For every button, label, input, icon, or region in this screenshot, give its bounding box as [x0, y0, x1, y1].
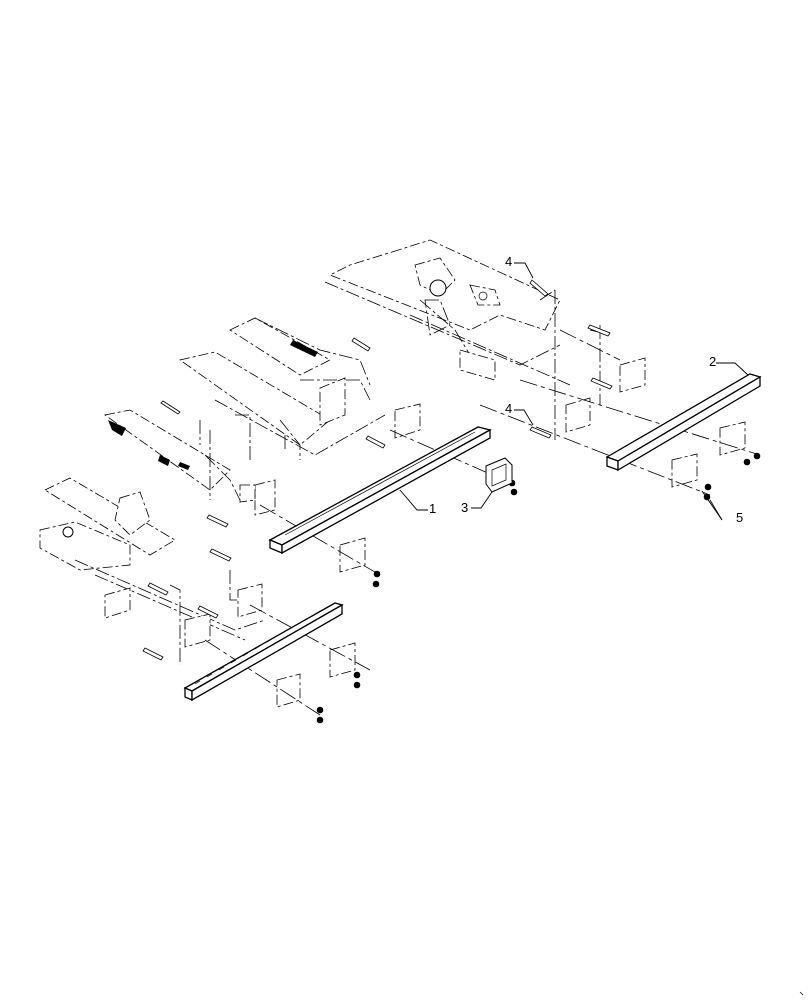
leader-1 — [399, 489, 428, 511]
part-2-square-tube — [605, 373, 762, 472]
bolts — [142, 279, 613, 661]
leader-3 — [471, 491, 493, 509]
lower-left-frame-assembly — [39, 477, 371, 716]
callout-4-upper: 4 — [505, 254, 512, 269]
callout-5: 5 — [736, 510, 743, 525]
part-3-bracket-plate — [485, 457, 513, 493]
callout-1: 1 — [429, 501, 436, 516]
upper-right-frame-assembly — [324, 239, 761, 496]
leader-4a — [514, 262, 534, 279]
callout-3: 3 — [461, 500, 468, 515]
callout-leaders — [399, 262, 749, 521]
corner-mark — [799, 991, 804, 996]
callout-labels: 1 2 3 4 4 5 — [429, 254, 743, 525]
nuts — [316, 452, 761, 724]
callout-4-lower: 4 — [505, 401, 512, 416]
leader-2 — [716, 362, 749, 376]
center-frame-assembly — [104, 317, 516, 576]
slotted-square-tube — [183, 602, 344, 702]
leader-5b — [701, 490, 723, 521]
part-1-square-tube — [268, 426, 492, 555]
leader-4b — [514, 409, 534, 426]
callout-2: 2 — [709, 354, 716, 369]
